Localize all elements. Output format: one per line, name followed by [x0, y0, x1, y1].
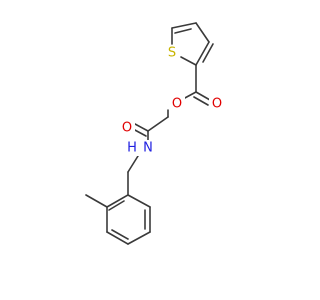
bond-ch2-amide-c [147, 116, 169, 132]
ester-oxygen-label: O [172, 97, 182, 112]
bond-amide-co-1 [134, 123, 149, 132]
bond-ring-1-inner [108, 200, 125, 211]
amide-hydrogen-label: H [127, 141, 137, 156]
structure-canvas: S O O O N H [85, 22, 225, 245]
bond-methyl [85, 194, 108, 208]
methylbenzene-ring [85, 171, 151, 245]
bond-s-c2 [180, 56, 197, 66]
atom-labels: S O O O N H [119, 45, 225, 156]
bond-c2-c3 [195, 41, 210, 66]
bond-carbonyl-o-1 [195, 91, 211, 101]
amide-nitrogen-label: N [143, 141, 153, 156]
amide-carbonyl-oxygen-label: O [122, 121, 132, 136]
bond-ring-3-inner [111, 229, 129, 240]
bond-carbonyl-ester-o [182, 91, 197, 100]
sulfur-atom-label: S [168, 46, 176, 61]
bond-c4-c5-inner [174, 28, 192, 34]
bond-carbonyl-o-2 [193, 96, 209, 106]
bond-c2-c3-inner [202, 43, 214, 63]
bond-ring-6 [127, 194, 151, 208]
bond-ring-1 [106, 194, 129, 208]
bond-ring-3 [106, 231, 129, 245]
thiophene-ring [171, 22, 214, 66]
ester-group [167, 64, 211, 118]
bond-n-ch2 [127, 155, 139, 173]
bond-c3-c4 [195, 22, 210, 43]
amide-linker [127, 116, 169, 173]
bond-amide-co-2 [132, 128, 147, 137]
molecule-diagram: S O O O N H [85, 22, 225, 245]
bond-ring-4 [127, 231, 151, 245]
bond-c4-c5 [171, 22, 197, 29]
ester-carbonyl-oxygen-label: O [212, 97, 222, 112]
